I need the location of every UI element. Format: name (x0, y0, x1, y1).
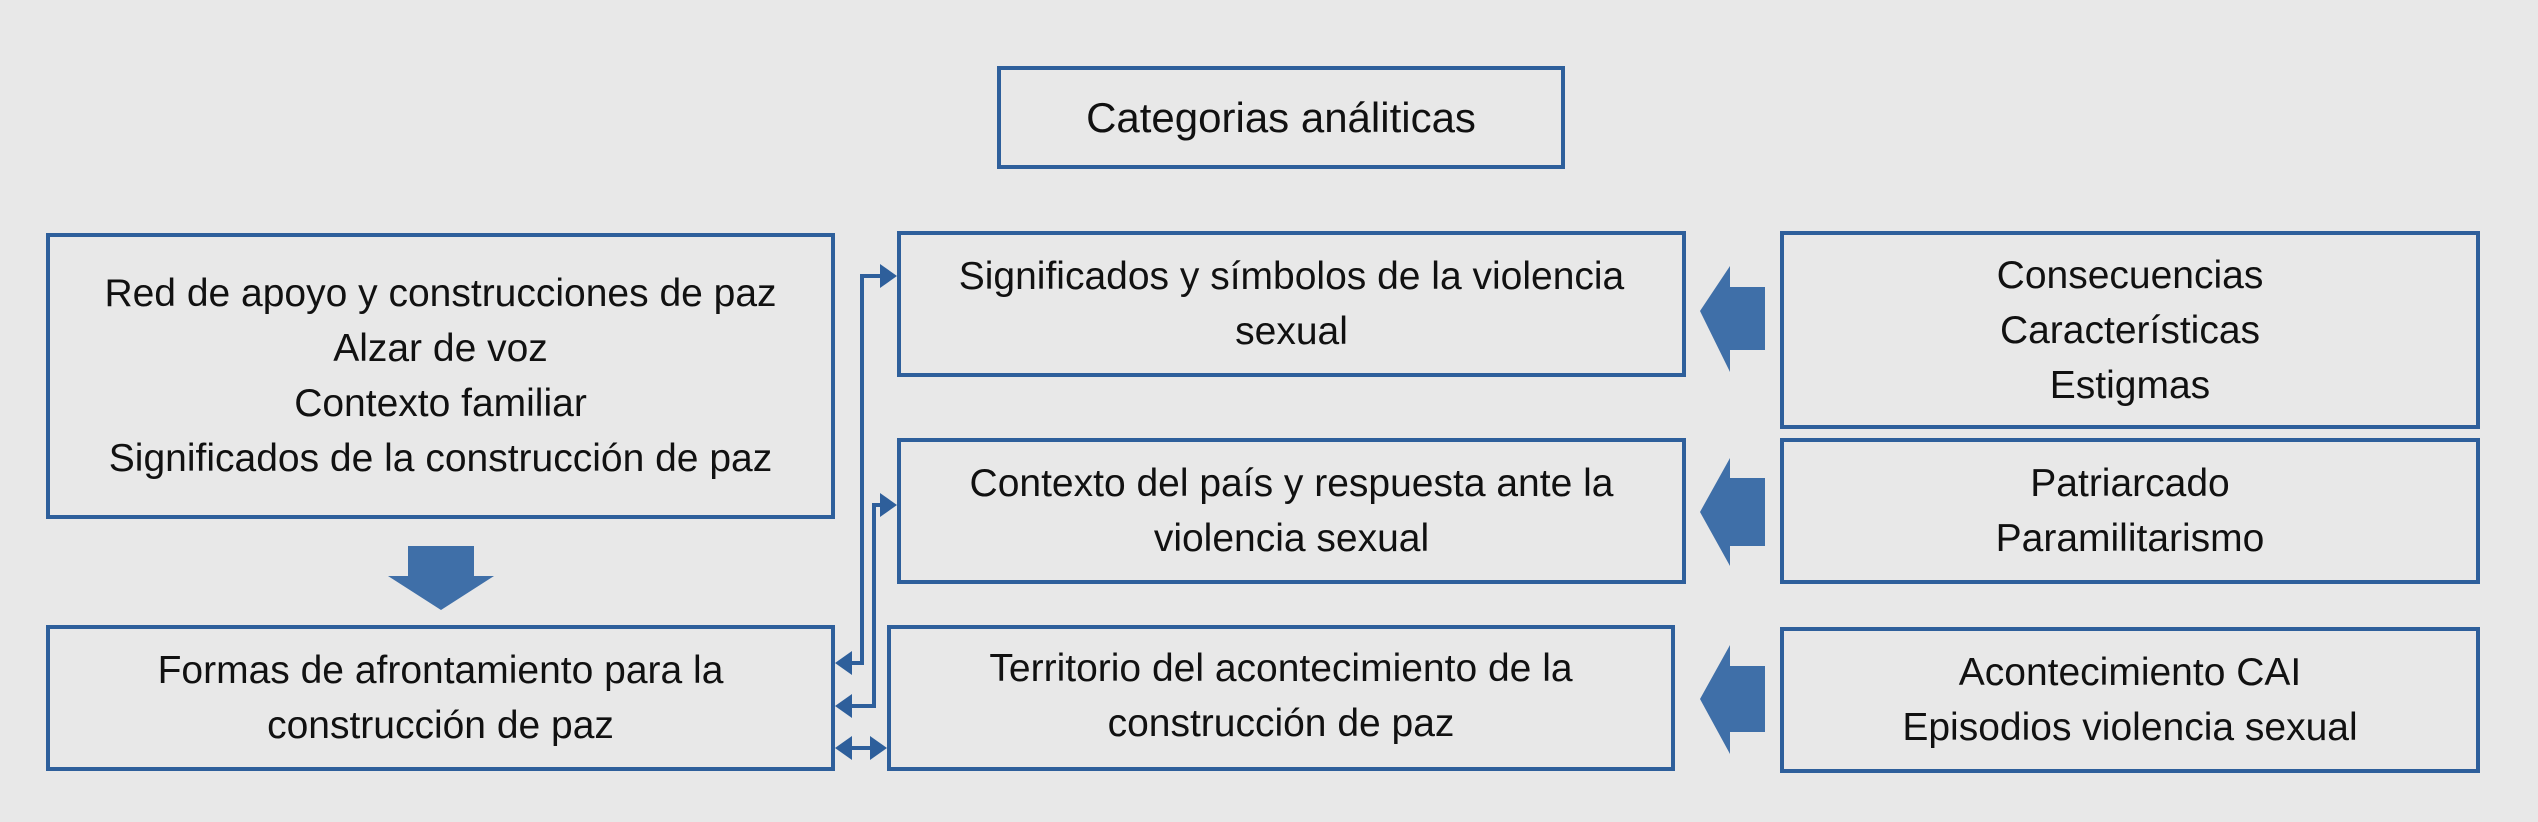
event-box: Acontecimiento CAI Episodios violencia s… (1780, 627, 2480, 773)
arrowhead-to-context-icon (880, 493, 897, 517)
event-line-1: Acontecimiento CAI (1958, 651, 2302, 694)
support-network-line-3: Contexto familiar (294, 382, 587, 425)
connector-coping-to-context (850, 503, 882, 708)
arrowhead-coping-mid-icon (835, 694, 852, 718)
country-context-line-1: Contexto del país y respuesta ante la (969, 462, 1614, 505)
meanings-symbols-line-1: Significados y símbolos de la violencia (958, 255, 1625, 298)
left-block-arrow-3-icon (1700, 645, 1765, 754)
territory-box: Territorio del acontecimiento de la cons… (887, 625, 1675, 771)
consequences-line-3: Estigmas (2049, 363, 2211, 407)
down-block-arrow-icon (388, 546, 494, 610)
arrowhead-coping-top-icon (835, 651, 852, 675)
left-block-arrow-2-icon (1700, 458, 1765, 566)
arrowhead-to-meanings-icon (880, 264, 897, 288)
support-network-line-1: Red de apoyo y construcciones de paz (104, 272, 777, 315)
consequences-line-1: Consecuencias (1996, 253, 2264, 297)
connector-coping-to-meanings (850, 274, 882, 665)
consequences-line-2: Características (1999, 308, 2261, 352)
coping-forms-line-2: construcción de paz (267, 704, 614, 747)
coping-forms-box: Formas de afrontamiento para la construc… (46, 625, 835, 771)
consequences-box: Consecuencias Características Estigmas (1780, 231, 2480, 429)
left-block-arrow-1-icon (1700, 266, 1765, 372)
territory-line-2: construcción de paz (1107, 702, 1455, 745)
patriarchy-box: Patriarcado Paramilitarismo (1780, 438, 2480, 584)
title-box: Categorias análiticas (997, 66, 1565, 169)
meanings-symbols-line-2: sexual (1235, 310, 1348, 353)
country-context-line-2: violencia sexual (1153, 517, 1430, 560)
arrowhead-to-territory-icon (870, 736, 887, 760)
support-network-line-2: Alzar de voz (333, 327, 548, 370)
diagram-title: Categorias análiticas (1086, 94, 1476, 141)
patriarchy-line-1: Patriarcado (2030, 462, 2230, 505)
support-network-box: Red de apoyo y construcciones de paz Alz… (46, 233, 835, 519)
support-network-line-4: Significados de la construcción de paz (108, 437, 773, 480)
country-context-box: Contexto del país y respuesta ante la vi… (897, 438, 1686, 584)
meanings-symbols-box: Significados y símbolos de la violencia … (897, 231, 1686, 377)
patriarchy-line-2: Paramilitarismo (1995, 517, 2265, 560)
coping-forms-line-1: Formas de afrontamiento para la (157, 649, 724, 692)
territory-line-1: Territorio del acontecimiento de la (989, 647, 1573, 690)
event-line-2: Episodios violencia sexual (1902, 706, 2358, 749)
arrowhead-coping-bottom-icon (835, 736, 852, 760)
